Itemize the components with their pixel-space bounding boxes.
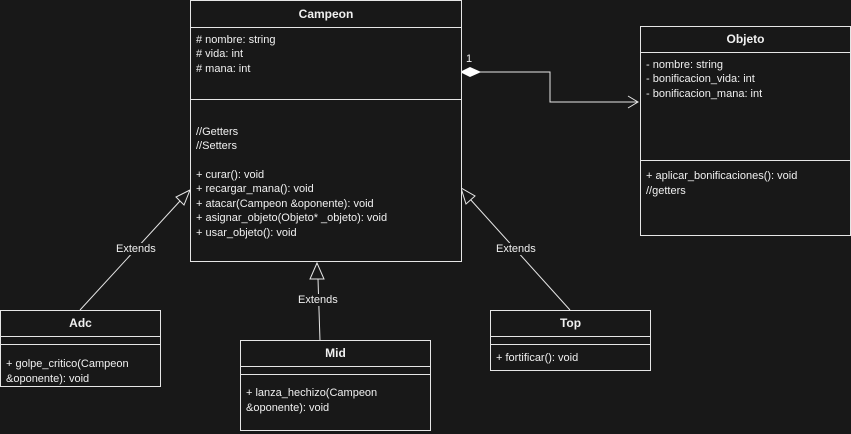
extends-top-label: Extends [496,243,536,255]
class-mid[interactable]: Mid + lanza_hechizo(Campeon &oponente): … [240,340,431,431]
extends-adc-arrowhead [175,188,191,206]
method: + curar(): void [196,169,265,181]
section-divider [641,160,850,161]
extends-mid-arrowhead [309,261,325,280]
method: + recargar_mana(): void [196,183,314,195]
class-title: Adc [1,311,160,337]
attribute: - bonificacion_mana: int [646,88,763,100]
class-campeon[interactable]: Campeon # nombre: string # vida: int # m… [190,0,462,262]
class-title: Mid [241,341,430,367]
method: + usar_objeto(): void [196,227,297,239]
attribute: - bonificacion_vida: int [646,73,755,85]
class-top[interactable]: Top + fortificar(): void [490,310,651,371]
method: + golpe_critico(Campeon [6,358,129,370]
comment: //getters [646,185,686,197]
section-divider [491,344,650,345]
method: &oponente): void [246,402,330,414]
multiplicity-label: 1 [466,53,473,65]
composition-arrowhead [627,95,639,109]
extends-adc-label: Extends [116,243,156,255]
comment: //Setters [196,140,237,152]
method: + lanza_hechizo(Campeon [246,387,378,399]
class-adc[interactable]: Adc + golpe_critico(Campeon &oponente): … [0,310,161,387]
section-divider [191,99,461,100]
extends-mid-label: Extends [298,294,338,306]
section-divider [1,344,160,345]
composition-line [480,71,638,103]
class-title: Top [491,311,650,337]
extends-top-arrowhead [460,186,476,205]
method: + aplicar_bonificaciones(): void [646,170,798,182]
extends-adc-line [79,200,181,311]
attribute: # vida: int [196,48,244,60]
attribute: # mana: int [196,63,251,75]
method: + fortificar(): void [496,352,579,364]
method: &oponente): void [6,373,90,385]
extends-mid-line [317,278,321,342]
method: + atacar(Campeon &oponente): void [196,198,374,210]
class-objeto[interactable]: Objeto - nombre: string - bonificacion_v… [640,26,851,236]
class-title: Objeto [641,27,850,53]
composition-diamond [459,66,482,78]
class-title: Campeon [191,1,461,28]
section-divider [241,374,430,375]
comment: //Getters [196,126,239,138]
attribute: - nombre: string [646,59,724,71]
attribute: # nombre: string [196,34,276,46]
method: + asignar_objeto(Objeto* _objeto): void [196,212,388,224]
